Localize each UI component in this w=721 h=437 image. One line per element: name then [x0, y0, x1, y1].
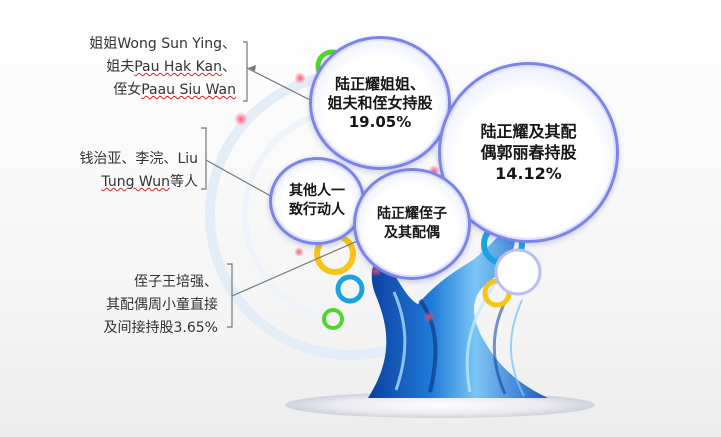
- note-others: 钱治亚、李浣、Liu Tung Wun等人: [30, 148, 198, 194]
- bubble-line: 姐夫和侄女持股: [327, 93, 433, 112]
- note-text: 等人: [170, 174, 198, 190]
- bubble-line: 致行动人: [289, 202, 345, 218]
- cyan-ring: [335, 274, 365, 304]
- bubble-sister-family: 陆正耀姐姐、 姐夫和侄女持股 19.05%: [309, 36, 451, 170]
- note-text: Paau Siu Wan: [141, 82, 236, 98]
- pedestal: [285, 392, 595, 418]
- note-text: 、: [222, 59, 236, 75]
- note-text: 侄女: [113, 82, 142, 98]
- pink-dot: [294, 72, 306, 84]
- note-text: 及间接持股3.65%: [103, 320, 218, 336]
- note-text: Wong Sun Ying: [117, 36, 222, 52]
- note-text: Pau Hak Kan: [134, 59, 222, 75]
- note-text: 、: [222, 36, 236, 52]
- bubble-percent: 14.12%: [495, 164, 562, 183]
- small-bubble: [494, 248, 542, 296]
- bubble-other-concert-parties: 其他人一 致行动人: [269, 157, 365, 245]
- bubble-lu-and-spouse: 陆正耀及其配 偶郭丽春持股 14.12%: [438, 62, 619, 243]
- note-text: Tung Wun: [101, 174, 170, 190]
- pink-dot: [423, 311, 435, 323]
- bubble-line: 偶郭丽春持股: [480, 143, 577, 162]
- pink-dot: [234, 112, 248, 126]
- bubble-line: 其他人一: [289, 183, 345, 199]
- bubble-line: 陆正耀侄子: [377, 206, 447, 222]
- green-ring: [322, 308, 344, 330]
- note-text: 钱治亚、李浣、: [79, 151, 178, 167]
- bubble-line: 及其配偶: [384, 225, 440, 241]
- pink-dot: [294, 247, 304, 257]
- bubble-line: 陆正耀及其配: [480, 122, 577, 141]
- note-text: 侄子王培强、: [134, 274, 218, 290]
- note-text: 姐姐: [89, 36, 118, 52]
- note-nephew: 侄子王培强、 其配偶周小童直接 及间接持股3.65%: [58, 271, 218, 340]
- bubble-percent: 19.05%: [348, 112, 412, 131]
- note-text: 姐夫: [106, 59, 135, 75]
- note-sister-group: 姐姐Wong Sun Ying、 姐夫Pau Hak Kan、 侄女Paau S…: [28, 33, 236, 102]
- note-text: 其配偶周小童直接: [106, 297, 218, 313]
- connector-lines: [201, 41, 363, 328]
- note-text: Liu: [177, 151, 198, 167]
- bubble-nephew-and-spouse: 陆正耀侄子 及其配偶: [353, 168, 471, 280]
- bubble-line: 陆正耀姐姐、: [334, 74, 425, 93]
